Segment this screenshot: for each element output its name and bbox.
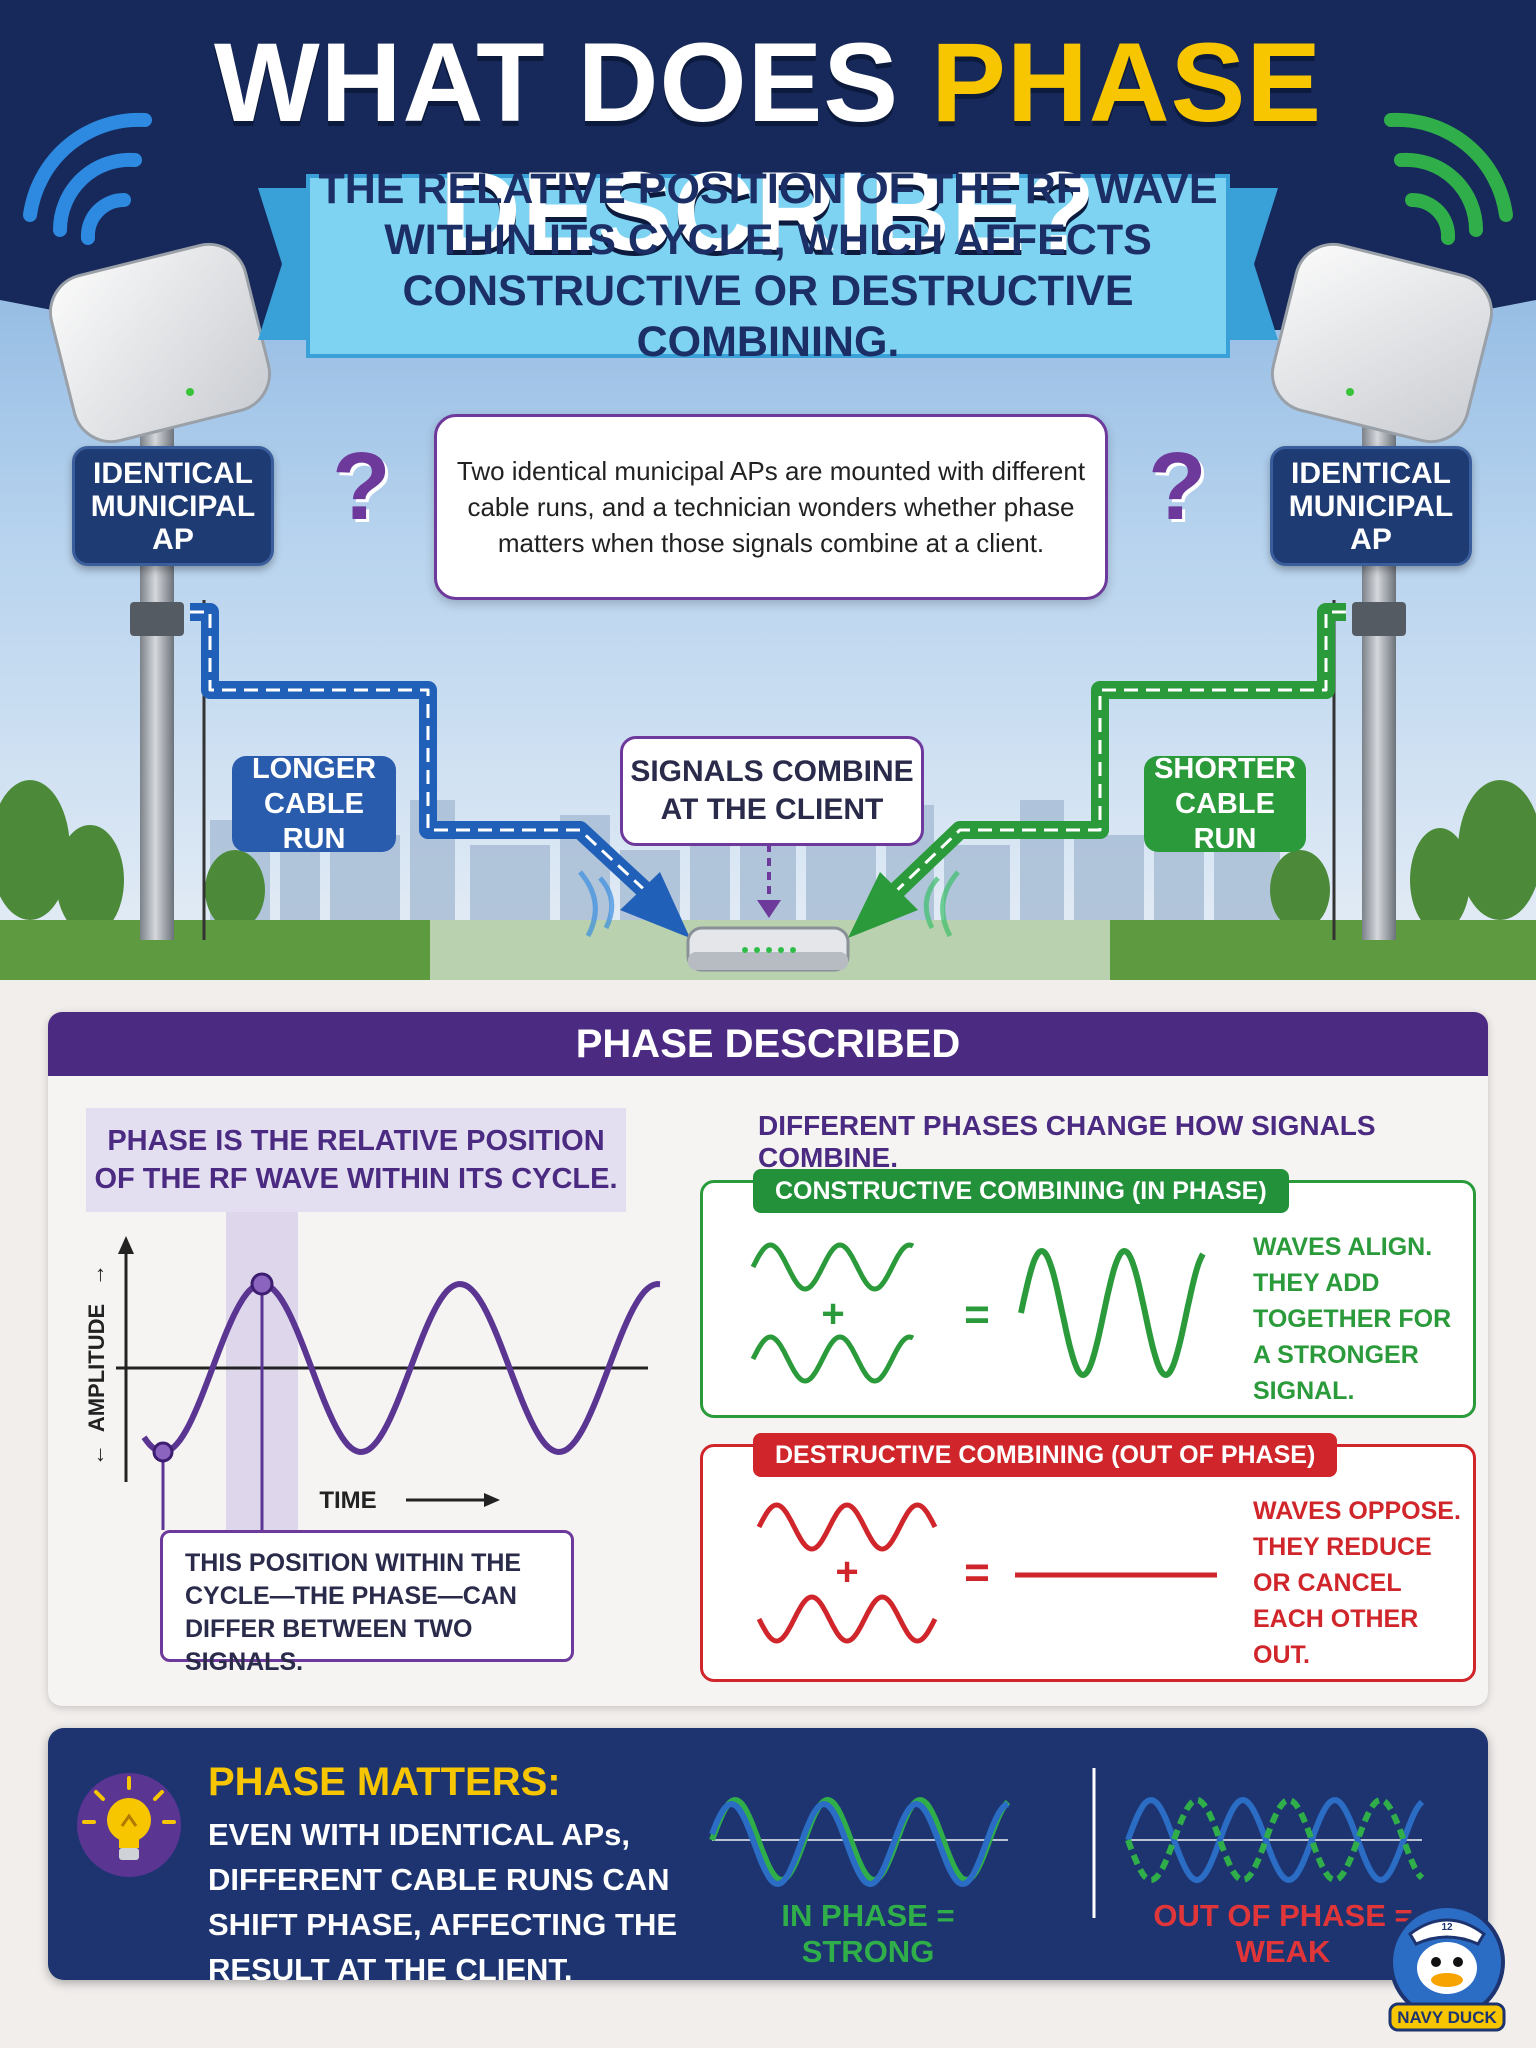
lightbulb-icon <box>77 1773 181 1877</box>
combine-label: SIGNALS COMBINE AT THE CLIENT <box>620 736 924 846</box>
destructive-wave-bottom <box>756 1594 938 1644</box>
marker-peak <box>250 1272 274 1296</box>
in-phase-wave-green <box>709 1796 1011 1884</box>
destructive-desc: WAVES OPPOSE. THEY REDUCE OR CANCEL EACH… <box>1253 1497 1461 1669</box>
out-phase-label: OUT OF PHASE = WEAK <box>1153 1898 1413 1969</box>
phase-matters-text: EVEN WITH IDENTICAL APs, DIFFERENT CABLE… <box>208 1817 678 1987</box>
right-question-icon: ? <box>1148 433 1207 540</box>
logo-text: NAVY DUCK <box>1397 2008 1497 2027</box>
constructive-waves: + = <box>750 1242 1206 1384</box>
mini-wave-graphics <box>709 1768 1425 1918</box>
longer-cable-label: LONGER CABLE RUN <box>232 753 396 855</box>
logo-cap-badge: 12 <box>1441 1922 1453 1933</box>
left-question-icon: ? <box>332 433 391 540</box>
constructive-wave-bottom <box>750 1334 915 1384</box>
constructive-wave-top <box>750 1242 915 1292</box>
out-phase-wave-green <box>1125 1796 1425 1884</box>
scenario-callout: Two identical municipal APs are mounted … <box>434 414 1108 600</box>
phase-definition: PHASE IS THE RELATIVE POSITION OF THE RF… <box>86 1108 626 1212</box>
constructive-equals: = <box>964 1290 990 1339</box>
constructive-result-wave <box>1018 1247 1206 1379</box>
left-ap-label: IDENTICAL MUNICIPAL AP <box>72 446 274 566</box>
amplitude-arrows: ←→ <box>84 1264 109 1466</box>
answer-text: THE RELATIVE POSITION OF THE RF WAVE WIT… <box>318 165 1218 366</box>
phase-described-panel: PHASE DESCRIBED PHASE IS THE RELATIVE PO… <box>48 1012 1488 1706</box>
in-phase-wave-blue <box>709 1800 1010 1888</box>
right-ap-label: IDENTICAL MUNICIPAL AP <box>1270 446 1472 566</box>
in-phase-label: IN PHASE = STRONG <box>781 1898 955 1969</box>
answer-banner <box>258 174 1278 358</box>
client-device-icon <box>686 926 850 972</box>
phase-matters-title: PHASE MATTERS: <box>208 1760 561 1804</box>
destructive-wave-top <box>756 1502 938 1552</box>
amplitude-label: AMPLITUDE <box>84 1304 109 1432</box>
sine-wave <box>141 1280 661 1456</box>
destructive-waves: + = <box>756 1502 1217 1644</box>
phase-note: THIS POSITION WITHIN THE CYCLE—THE PHASE… <box>160 1530 574 1676</box>
different-phases-text: DIFFERENT PHASES CHANGE HOW SIGNALS COMB… <box>758 1110 1376 1173</box>
right-wifi-icon <box>1384 112 1513 245</box>
left-wifi-icon <box>23 112 152 245</box>
shorter-cable-label: SHORTER CABLE RUN <box>1144 753 1306 855</box>
out-phase-wave-blue <box>1125 1796 1425 1884</box>
waveform-diagram: AMPLITUDE ←→ TIME <box>84 1212 661 1532</box>
destructive-equals: = <box>964 1548 990 1597</box>
navy-duck-logo: 12 NAVY DUCK <box>1388 1904 1506 2032</box>
constructive-tag: CONSTRUCTIVE COMBINING (IN PHASE) <box>753 1169 1289 1213</box>
constructive-plus: + <box>821 1292 844 1336</box>
destructive-tag: DESTRUCTIVE COMBINING (OUT OF PHASE) <box>753 1433 1338 1477</box>
marker-trough <box>152 1441 174 1463</box>
destructive-plus: + <box>835 1550 858 1594</box>
constructive-desc: WAVES ALIGN. THEY ADD TOGETHER FOR A STR… <box>1253 1233 1452 1405</box>
right-ap-device <box>1270 242 1494 444</box>
panel-heading: PHASE DESCRIBED <box>48 1012 1488 1076</box>
phase-matters-banner: PHASE MATTERS: EVEN WITH IDENTICAL APs, … <box>48 1728 1488 1987</box>
time-label: TIME <box>319 1487 376 1514</box>
left-ap-device <box>48 242 272 444</box>
destructive-box: DESTRUCTIVE COMBINING (OUT OF PHASE) + =… <box>700 1433 1476 1682</box>
title-highlight: PHASE <box>931 20 1323 145</box>
page-title: WHAT DOES PHASE DESCRIBE? <box>213 20 1323 274</box>
trees <box>0 780 1536 935</box>
constructive-box: CONSTRUCTIVE COMBINING (IN PHASE) + = WA… <box>700 1169 1476 1418</box>
